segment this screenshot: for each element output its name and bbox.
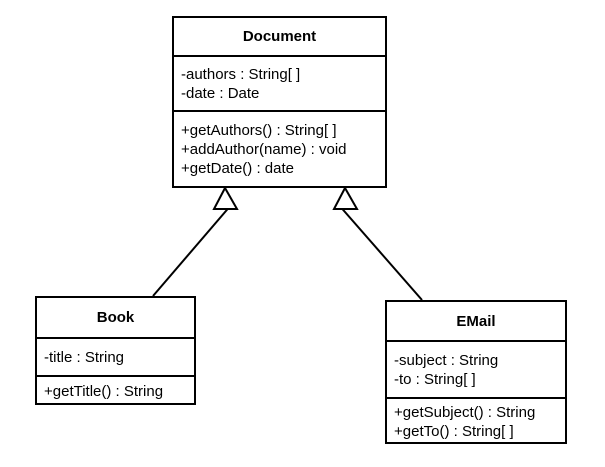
operation-item: +getTo() : String[ ] (394, 422, 514, 440)
hollow-triangle-arrowhead-icon (332, 185, 359, 210)
operation-item: +getTitle() : String (44, 382, 164, 400)
operations-compartment-document: +getAuthors() : String[ ] +addAuthor(nam… (174, 110, 385, 186)
class-name-book: Book (96, 309, 135, 326)
class-box-email[interactable]: EMail -subject : String -to : String[ ] … (385, 300, 567, 444)
class-box-book[interactable]: Book -title : String +getTitle() : Strin… (35, 296, 196, 405)
attribute-item: -to : String[ ] (394, 370, 476, 388)
generalization-line-email (340, 207, 423, 301)
operation-item: +addAuthor(name) : void (181, 140, 347, 158)
attributes-compartment-book: -title : String (37, 337, 194, 375)
attribute-item: -subject : String (394, 351, 499, 369)
attribute-item: -date : Date (181, 84, 260, 102)
operations-compartment-email: +getSubject() : String +getTo() : String… (387, 397, 565, 444)
attribute-item: -title : String (44, 348, 125, 366)
class-name-document: Document (242, 28, 317, 45)
attribute-item: -authors : String[ ] (181, 65, 301, 83)
attributes-compartment-email: -subject : String -to : String[ ] (387, 340, 565, 397)
operations-compartment-book: +getTitle() : String (37, 375, 194, 405)
generalization-book-to-document[interactable] (152, 185, 239, 297)
generalization-email-to-document[interactable] (332, 185, 423, 301)
attributes-compartment-document: -authors : String[ ] -date : Date (174, 55, 385, 110)
class-name-email: EMail (456, 312, 496, 330)
hollow-triangle-arrowhead-icon (212, 185, 239, 210)
class-box-document[interactable]: Document -authors : String[ ] -date : Da… (172, 16, 387, 188)
operation-item: +getSubject() : String (394, 403, 536, 421)
operation-item: +getDate() : date (181, 159, 294, 177)
generalization-line-book (152, 207, 230, 297)
operation-item: +getAuthors() : String[ ] (181, 121, 337, 139)
